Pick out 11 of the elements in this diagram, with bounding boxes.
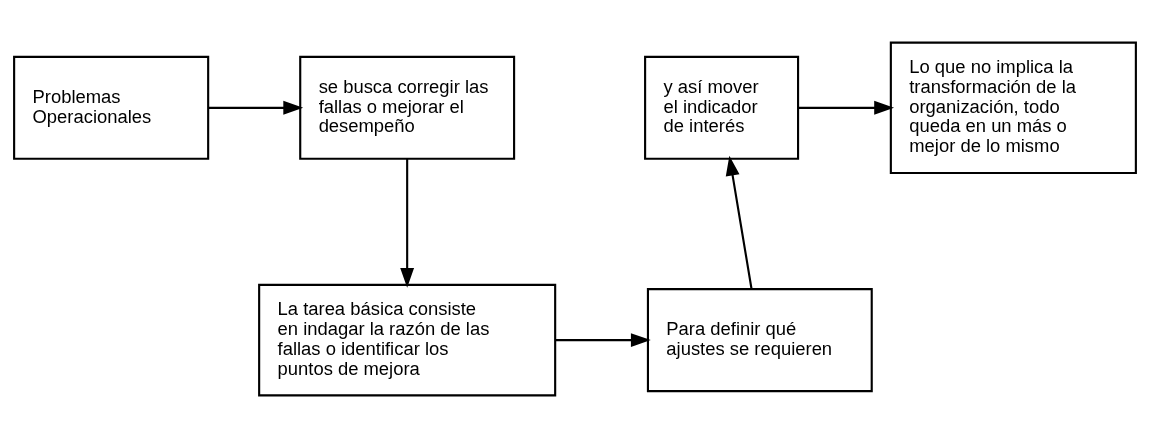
arrow — [400, 159, 415, 288]
arrow — [208, 100, 304, 115]
arrow — [798, 100, 895, 115]
node-box: Para definir qué ajustes se requieren — [646, 288, 873, 393]
node-box: se busca corregir las fallas o mejorar el desempeño — [299, 55, 516, 160]
node-box: Lo que no implica la transformación de la organización, todo queda en un más o mejor de lo mismo — [889, 41, 1137, 175]
node-box: Problemas Operacionales — [13, 55, 210, 160]
node-box: La tarea básica consiste en indagar la razón de las fallas o identificar los puntos de mejora — [258, 283, 557, 397]
node-box: y así mover el indicador de interés — [644, 55, 800, 160]
arrow — [725, 155, 753, 290]
arrow — [555, 333, 651, 348]
